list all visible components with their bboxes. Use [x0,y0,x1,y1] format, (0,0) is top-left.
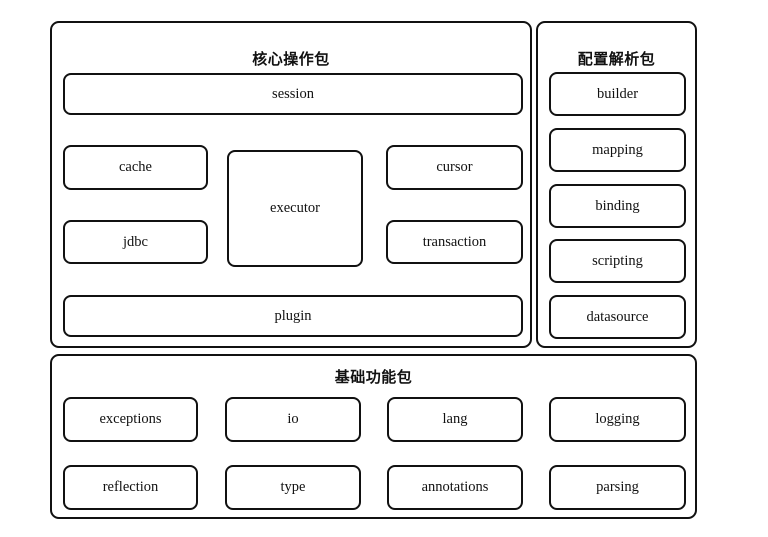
module-builder[interactable]: builder [549,72,686,116]
module-label-scripting: scripting [592,252,643,269]
module-parsing[interactable]: parsing [549,465,686,510]
module-label-executor: executor [270,200,320,217]
module-type[interactable]: type [225,465,361,510]
module-session[interactable]: session [63,73,523,115]
module-label-parsing: parsing [596,479,639,496]
panel-base-functions: 基础功能包 exceptions io lang logging reflect… [50,354,697,519]
panel-title-base-functions: 基础功能包 [334,370,413,386]
panel-title-config-parsing: 配置解析包 [577,52,656,68]
module-label-logging: logging [595,411,640,428]
module-cursor[interactable]: cursor [386,145,523,190]
module-io[interactable]: io [225,397,361,442]
module-logging[interactable]: logging [549,397,686,442]
module-plugin[interactable]: plugin [63,295,523,337]
module-executor[interactable]: executor [227,150,363,267]
module-label-datasource: datasource [586,308,649,325]
panel-title-core-operations: 核心操作包 [252,52,330,68]
module-jdbc[interactable]: jdbc [63,220,208,264]
module-label-transaction: transaction [422,233,487,250]
module-cache[interactable]: cache [63,145,208,190]
module-label-plugin: plugin [274,307,312,324]
module-transaction[interactable]: transaction [386,220,523,264]
module-label-jdbc: jdbc [123,233,148,250]
module-exceptions[interactable]: exceptions [63,397,198,442]
module-binding[interactable]: binding [549,184,686,228]
panel-core-operations: 核心操作包 session cache executor cursor jdbc… [50,21,532,348]
module-label-lang: lang [442,411,468,428]
module-label-mapping: mapping [592,141,643,158]
module-label-annotations: annotations [421,479,489,496]
module-label-cursor: cursor [436,159,473,176]
module-label-io: io [287,411,299,428]
module-scripting[interactable]: scripting [549,239,686,283]
module-label-builder: builder [596,85,639,102]
module-label-cache: cache [119,159,152,176]
module-label-binding: binding [595,197,640,214]
module-mapping[interactable]: mapping [549,128,686,172]
module-label-type: type [280,479,306,496]
panel-config-parsing: 配置解析包 builder mapping binding scripting … [536,21,697,348]
module-datasource[interactable]: datasource [549,295,686,339]
module-lang[interactable]: lang [387,397,523,442]
module-label-exceptions: exceptions [99,411,162,428]
module-label-reflection: reflection [102,479,159,496]
module-annotations[interactable]: annotations [387,465,523,510]
module-reflection[interactable]: reflection [63,465,198,510]
module-label-session: session [272,85,314,102]
